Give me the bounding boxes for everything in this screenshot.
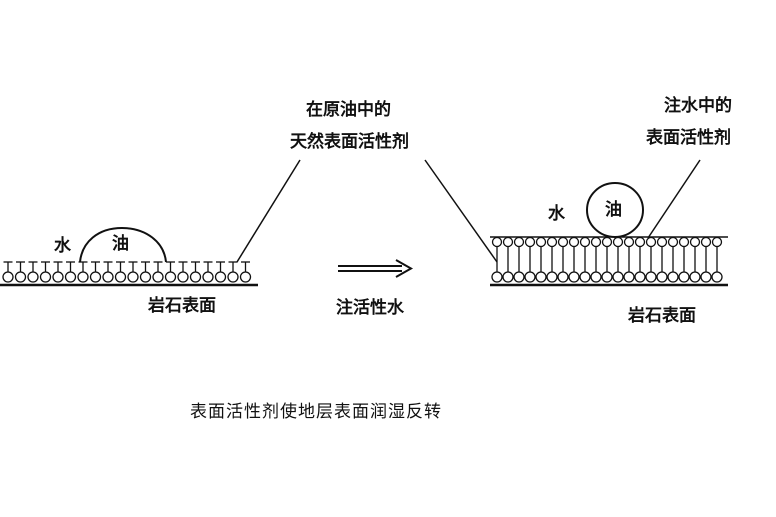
surfactant-head-bottom bbox=[491, 271, 503, 283]
surfactant-head bbox=[102, 271, 114, 283]
surfactant-head-bottom bbox=[568, 271, 580, 283]
surfactant-head bbox=[27, 271, 39, 283]
surfactant-head-top bbox=[711, 236, 723, 248]
surfactant-head bbox=[189, 271, 202, 283]
surfactant-head bbox=[177, 271, 189, 283]
left-rock-label: 岩石表面 bbox=[148, 296, 216, 316]
surfactant-head-bottom bbox=[557, 271, 569, 283]
surfactant-head bbox=[77, 271, 89, 283]
surfactant-head-bottom bbox=[678, 271, 690, 283]
surfactant-head-bottom bbox=[546, 271, 558, 283]
left-surfactant-label-line1: 在原油中的 bbox=[306, 100, 391, 120]
right-surfactant-bilayer bbox=[490, 236, 728, 283]
right-surfactant-label-line2: 表面活性剂 bbox=[646, 128, 731, 148]
process-label: 注活性水 bbox=[336, 298, 404, 318]
surfactant-head-bottom bbox=[689, 271, 701, 283]
surfactant-head-bottom bbox=[513, 271, 525, 283]
surfactant-head-top bbox=[601, 236, 613, 248]
surfactant-head-top bbox=[678, 236, 690, 248]
right-pointer-line-right bbox=[647, 159, 701, 239]
surfactant-head bbox=[14, 271, 27, 283]
right-water-label: 水 bbox=[548, 204, 565, 224]
surfactant-head-top bbox=[513, 236, 525, 248]
surfactant-head-bottom bbox=[667, 271, 679, 283]
surfactant-head bbox=[227, 271, 239, 283]
surfactant-head bbox=[239, 271, 252, 283]
surfactant-head-bottom bbox=[524, 271, 536, 283]
left-water-label: 水 bbox=[54, 236, 71, 256]
surfactant-head-bottom bbox=[656, 271, 668, 283]
surfactant-head bbox=[39, 271, 52, 283]
surfactant-head-top bbox=[524, 236, 536, 248]
figure-caption: 表面活性剂使地层表面润湿反转 bbox=[190, 402, 442, 422]
left-oil-label: 油 bbox=[112, 234, 129, 254]
surfactant-head-bottom bbox=[535, 271, 547, 283]
left-surfactant-label-line2: 天然表面活性剂 bbox=[290, 132, 409, 152]
surfactant-head-top bbox=[700, 236, 712, 248]
right-surfactant-label-line1: 注水中的 bbox=[664, 96, 732, 116]
surfactant-head bbox=[139, 271, 152, 283]
surfactant-head-top bbox=[535, 236, 547, 248]
surfactant-head-top bbox=[689, 236, 701, 248]
surfactant-head-top bbox=[623, 236, 635, 248]
surfactant-head-bottom bbox=[711, 271, 723, 283]
surfactant-head-top bbox=[667, 236, 679, 248]
surfactant-head-bottom bbox=[502, 271, 514, 283]
surfactant-head-top bbox=[546, 236, 558, 248]
surfactant-head-top bbox=[656, 236, 668, 248]
surfactant-head bbox=[164, 271, 177, 283]
right-pointer-line-left bbox=[424, 159, 498, 263]
surfactant-head-bottom bbox=[601, 271, 613, 283]
surfactant-head-bottom bbox=[623, 271, 635, 283]
left-pointer-line bbox=[236, 159, 301, 263]
surfactant-head bbox=[89, 271, 102, 283]
surfactant-head-top bbox=[612, 236, 624, 248]
surfactant-head-bottom bbox=[634, 271, 646, 283]
left-oil-droplet bbox=[79, 226, 167, 263]
right-oil-droplet bbox=[586, 182, 644, 238]
process-arrow bbox=[338, 259, 414, 278]
surfactant-head bbox=[214, 271, 227, 283]
surfactant-head bbox=[127, 271, 139, 283]
surfactant-head bbox=[152, 271, 164, 283]
right-oil-label: 油 bbox=[605, 200, 622, 220]
surfactant-head-bottom bbox=[579, 271, 591, 283]
surfactant-head-top bbox=[579, 236, 591, 248]
surfactant-head bbox=[52, 271, 64, 283]
surfactant-head bbox=[202, 271, 214, 283]
surfactant-head-top bbox=[645, 236, 657, 248]
surfactant-head-top bbox=[491, 236, 503, 248]
surfactant-head bbox=[2, 271, 14, 283]
surfactant-head-bottom bbox=[612, 271, 624, 283]
surfactant-head-top bbox=[557, 236, 569, 248]
surfactant-head-top bbox=[502, 236, 514, 248]
surfactant-head-bottom bbox=[700, 271, 712, 283]
surfactant-head-top bbox=[568, 236, 580, 248]
surfactant-head-top bbox=[634, 236, 646, 248]
right-rock-label: 岩石表面 bbox=[628, 306, 696, 326]
surfactant-head bbox=[114, 271, 127, 283]
surfactant-head-bottom bbox=[645, 271, 657, 283]
left-surfactant-layer bbox=[2, 261, 252, 283]
surfactant-head-top bbox=[590, 236, 602, 248]
surfactant-head bbox=[64, 271, 77, 283]
surfactant-head-bottom bbox=[590, 271, 602, 283]
